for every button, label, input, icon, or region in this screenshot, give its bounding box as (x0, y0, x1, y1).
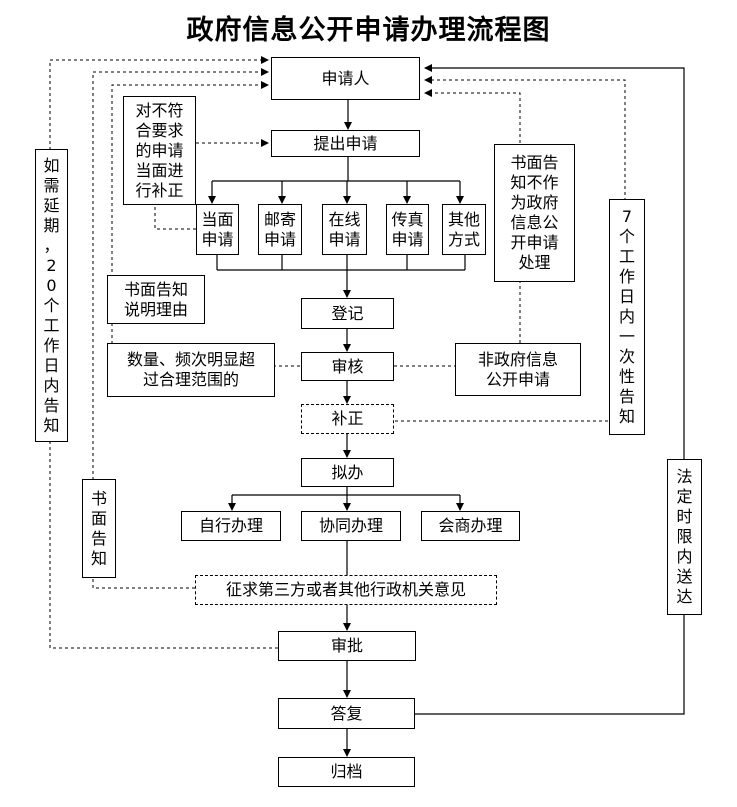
node-fax: 传真 申请 (386, 204, 429, 255)
node-online: 在线 申请 (322, 204, 367, 255)
node-mail: 邮寄 申请 (258, 204, 302, 255)
note-excessive: 数量、频次明显超 过合理范围的 (107, 343, 275, 397)
excessive-return-line (111, 81, 300, 367)
note-written-notice: 书 面 告 知 (82, 479, 116, 578)
node-draft: 拟办 (301, 458, 394, 487)
written-notice-return-line (92, 68, 269, 589)
node-approve: 审批 (278, 631, 416, 661)
node-reply: 答复 (278, 698, 415, 729)
node-register: 登记 (301, 298, 394, 329)
node-other: 其他 方式 (442, 204, 486, 255)
node-applicant: 申请人 (271, 57, 420, 100)
not-as-request-return-line (424, 89, 521, 143)
node-consult-handle: 会商办理 (421, 511, 520, 541)
node-review: 审核 (301, 352, 394, 381)
note-nonconforming: 对不符 合要求 的申请 当面进 行补正 (123, 96, 196, 205)
in-person-to-nonconforming-line (154, 205, 196, 230)
node-self-handle: 自行办理 (181, 511, 281, 541)
node-correction: 补正 (301, 404, 394, 434)
note-not-as-request: 书面告 知不作 为政府 信息公 开申请 处理 (494, 144, 575, 282)
node-solicit: 征求第三方或者其他行政机关意见 (195, 575, 497, 605)
node-in-person: 当面 申请 (196, 204, 239, 255)
note-non-gov-info: 非政府信息 公开申请 (455, 343, 581, 396)
node-archive: 归档 (278, 757, 415, 787)
legal-time-return-line (415, 64, 685, 715)
node-submit: 提出申请 (271, 130, 420, 157)
note-legal-time: 法 定 时 限 内 送 达 (667, 459, 702, 615)
note-written-reason: 书面告知 说明理由 (107, 275, 205, 324)
note-seven-days: 7 个 工 作 日 内 一 次 性 告 知 (609, 199, 645, 435)
node-joint-handle: 协同办理 (301, 511, 401, 541)
note-extension: 如 需 延 期 ， 2 0 个 工 作 日 内 告 知 (35, 149, 68, 442)
page-title: 政府信息公开申请办理流程图 (186, 15, 551, 46)
